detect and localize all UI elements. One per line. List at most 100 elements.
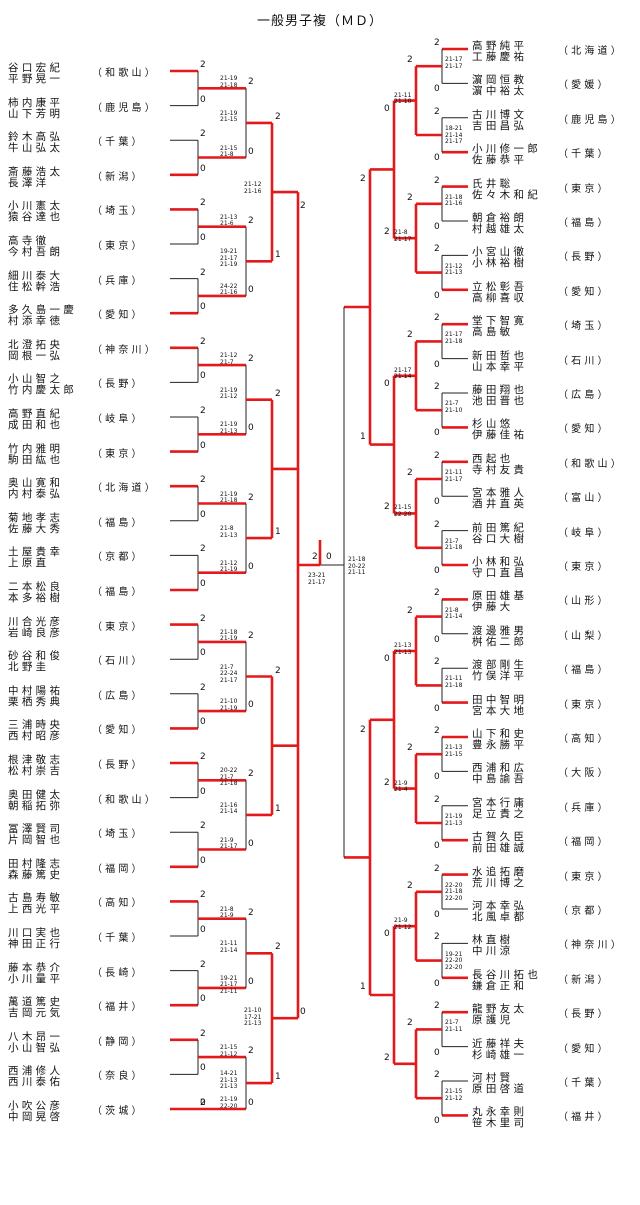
player-name: 北 野 圭 — [8, 661, 47, 674]
player-name: 伊 藤 佳 祐 — [472, 429, 525, 442]
game-scores: 21-12 21-16 — [244, 181, 262, 195]
player-name: 松 村 崇 吉 — [8, 765, 61, 777]
player-name: 鈴 木 高 弘 — [8, 131, 61, 144]
prefecture-label: （ 千 葉 ） — [92, 137, 142, 149]
match-score: 2 — [434, 726, 440, 736]
match-score: 2 — [360, 174, 366, 185]
player-name: 山 下 和 史 — [472, 728, 525, 740]
player-name: 中 岡 晃 啓 — [8, 1111, 61, 1123]
prefecture-label: （ 奈 良 ） — [92, 1071, 142, 1083]
prefecture-label: （ 東 京 ） — [558, 183, 608, 195]
match-score: 0 — [248, 700, 254, 711]
player-name: 菊 地 孝 志 — [8, 511, 61, 524]
player-name: 村 添 幸 徳 — [8, 315, 61, 328]
match-score: 2 — [275, 388, 281, 399]
game-scores: 21-9 21-17 — [220, 836, 238, 850]
match-score: 2 — [434, 450, 440, 461]
player-name: 小 川 憲 太 — [8, 200, 61, 213]
match-score: 0 — [434, 978, 440, 989]
player-name: 川 合 光 彦 — [8, 615, 61, 628]
match-score: 2 — [248, 77, 254, 88]
match-score: 1 — [360, 982, 366, 992]
match-score: 0 — [384, 654, 390, 664]
match-score: 0 — [200, 163, 206, 174]
player-name: 住 松 幹 浩 — [8, 280, 61, 293]
prefecture-label: （ 愛 知 ） — [92, 310, 142, 322]
game-scores: 21-19 21-15 — [220, 109, 238, 124]
match-score: 2 — [200, 129, 206, 140]
prefecture-label: （ 京 都 ） — [92, 552, 142, 564]
player-name: 池 田 晋 也 — [472, 395, 525, 407]
player-name: 前 田 篤 紀 — [472, 521, 525, 534]
game-scores: 21-11 21-18 — [445, 675, 463, 689]
player-name: 桝 佑 二 郎 — [472, 635, 525, 648]
match-score: 2 — [434, 244, 440, 255]
player-name: 高 野 純 平 — [472, 40, 525, 52]
player-name: 原 田 啓 道 — [472, 1083, 525, 1095]
prefecture-label: （ 愛 知 ） — [558, 1043, 608, 1055]
game-scores: 21-18 21-19 — [220, 628, 238, 643]
prefecture-label: （ 東 京 ） — [92, 241, 142, 252]
game-scores: 21-7 21-18 — [445, 537, 463, 552]
prefecture-label: （ 福 岡 ） — [558, 837, 608, 849]
player-name: 藤 本 恭 介 — [8, 961, 61, 974]
prefecture-label: （ 茨 城 ） — [92, 1106, 142, 1117]
match-score: 0 — [200, 925, 206, 935]
prefecture-label: （ 京 都 ） — [558, 906, 608, 917]
match-score: 0 — [200, 440, 206, 451]
player-name: 岩 崎 良 彦 — [8, 626, 61, 639]
prefecture-label: （ 千 葉 ） — [558, 1078, 608, 1089]
prefecture-label: （ 神 奈 川 ） — [92, 344, 155, 356]
match-score: 2 — [200, 198, 206, 209]
player-name: 杉 山 悠 — [472, 418, 511, 431]
match-score: 2 — [434, 313, 440, 324]
player-name: 高 島 敏 — [472, 326, 511, 339]
match-score: 0 — [434, 772, 440, 783]
prefecture-label: （ 東 京 ） — [558, 699, 608, 711]
prefecture-label: （ 神 奈 川 ） — [558, 940, 621, 952]
player-name: 駒 田 紘 也 — [8, 453, 61, 466]
match-score: 2 — [200, 1028, 206, 1039]
game-scores: 21-9 21-4 — [394, 779, 408, 794]
player-name: 濵 岡 恒 教 — [472, 74, 525, 87]
match-score: 0 — [248, 838, 254, 849]
match-score: 2 — [200, 475, 206, 486]
prefecture-label: （ 石 川 ） — [558, 355, 608, 367]
player-name: 守 口 直 昌 — [472, 567, 525, 579]
player-name: 村 越 雄 太 — [472, 223, 525, 235]
game-scores: 21-15 21-8 — [220, 144, 238, 158]
match-score: 2 — [275, 111, 281, 122]
match-score: 1 — [360, 431, 366, 442]
prefecture-label: （ 福 岡 ） — [92, 863, 142, 875]
player-name: 小 川 修 一 郎 — [472, 143, 538, 156]
player-name: 西 起 也 — [472, 452, 511, 465]
player-name: 古 賀 久 臣 — [472, 831, 525, 844]
player-name: 杉 崎 雄 一 — [472, 1048, 525, 1061]
match-score: 2 — [407, 743, 413, 754]
prefecture-label: （ 新 潟 ） — [92, 171, 142, 183]
game-scores: 21-7 21-10 — [445, 400, 463, 414]
player-name: 山 下 芳 明 — [8, 107, 61, 120]
match-score: 2 — [200, 336, 206, 347]
game-scores: 21-15 22-20 — [394, 504, 412, 518]
game-scores: 21-19 21-12 — [220, 386, 238, 401]
player-name: 高 寺 徹 — [8, 235, 47, 247]
prefecture-label: （ 新 潟 ） — [558, 974, 608, 986]
player-name: 本 多 裕 樹 — [8, 592, 61, 604]
player-name: 新 田 哲 也 — [472, 349, 525, 362]
player-name: 森 藤 篤 史 — [8, 868, 61, 881]
prefecture-label: （ 和 歌 山 ） — [92, 794, 155, 806]
prefecture-label: （ 福 島 ） — [92, 517, 142, 529]
prefecture-label: （ 福 島 ） — [558, 218, 608, 229]
prefecture-label: （ 埼 玉 ） — [92, 206, 142, 218]
player-name: 原 護 児 — [472, 1014, 511, 1027]
player-name: 西 浦 和 広 — [472, 762, 525, 775]
game-scores: 21-12 21-19 — [220, 559, 238, 574]
match-score: 0 — [200, 717, 206, 728]
prefecture-label: （ 東 京 ） — [92, 448, 142, 460]
player-name: 河 村 賢 — [472, 1072, 511, 1084]
prefecture-label: （ 高 知 ） — [558, 734, 608, 745]
prefecture-label: （ 愛 知 ） — [558, 286, 608, 298]
match-score: 0 — [434, 703, 440, 714]
game-scores: 21-13 21-15 — [445, 744, 463, 758]
